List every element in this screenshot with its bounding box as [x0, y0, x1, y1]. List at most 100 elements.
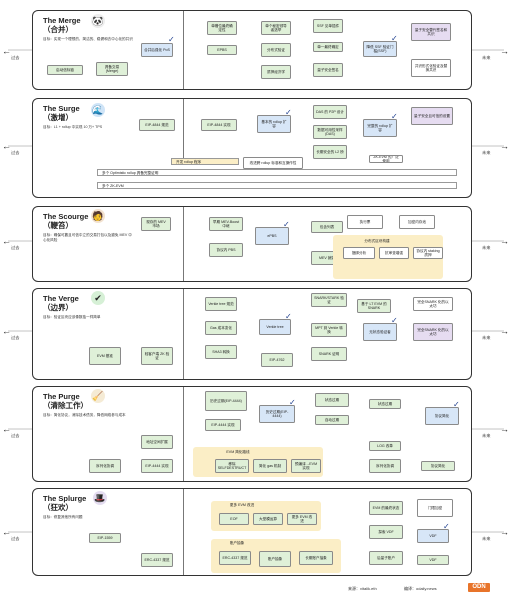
verge-l1[interactable]: 基于 LT EVM 的 SNARK: [357, 299, 391, 313]
surge-das[interactable]: 数据可用性采样(DAS): [313, 125, 347, 139]
verge-eip[interactable]: EIP-4762: [261, 353, 293, 367]
merge-final-cons[interactable]: 共识形式化验证及替换共识: [411, 59, 451, 77]
merge-pos[interactable]: 合并后强化 PoS: [141, 43, 173, 57]
scourge-early[interactable]: 早期 MEV-Boost 中继: [209, 217, 243, 231]
verge-snark[interactable]: SNARK/STARK 验证: [311, 293, 347, 307]
verge-snark-e[interactable]: SNARK 证明: [311, 347, 347, 361]
splurge-long-t[interactable]: 长期账户抽象: [299, 551, 333, 565]
section-purge: The Purge （清除工作） 目标：简化协议，消除技术债务，降低网络参与成本…: [32, 386, 472, 482]
section-goal: 目标：确保可靠且可信中立的交易打包以及避免 MEV 中心化风险: [43, 233, 132, 242]
wave-icon: 🌊: [91, 103, 105, 117]
scourge-pbs[interactable]: 协议内 PBS: [209, 243, 243, 257]
purge-selfdestruct[interactable]: 移除 SELFDESTRUCT: [215, 459, 249, 473]
verge-sha[interactable]: SHA3 转换: [205, 345, 237, 359]
surge-zk-evm[interactable]: ZK-EVM 的广泛使用: [369, 155, 403, 163]
purge-history[interactable]: 历史过期(EIP-4444): [205, 391, 247, 411]
verge-gas[interactable]: Gas 成本变化: [205, 321, 237, 335]
scourge-enc[interactable]: 加密内存池: [399, 215, 435, 229]
verge-fully-snark[interactable]: 完全SNARK 化的以太坊: [413, 323, 453, 341]
scourge-mev-market[interactable]: 现存的 MEV 市场: [141, 217, 171, 231]
surge-band-2: 多个 ZK-EVM: [97, 182, 457, 189]
check-icon: ✓: [391, 34, 398, 43]
verge-verkle-spec[interactable]: Verkle tree 规范: [205, 297, 237, 311]
scourge-cr[interactable]: 抗审查增强: [379, 247, 409, 259]
purge-end[interactable]: 协议简化: [421, 461, 455, 471]
footer-source: 来源：vitalik.eth: [348, 586, 377, 591]
splurge-aa[interactable]: 账户抽象: [259, 551, 291, 567]
splurge-vdf[interactable]: VDF: [417, 529, 449, 543]
future-label: 未来: [482, 433, 491, 438]
purge-precomp[interactable]: 预编译→EVM 实现: [291, 459, 321, 473]
section-merge: The Merge （合并） 目标：实现一个理想的、简洁的、稳健和去中心化的共识…: [32, 10, 472, 90]
merge-distributed[interactable]: 分布式验证: [261, 43, 291, 57]
purge-expire[interactable]: 自动过期: [315, 415, 349, 425]
splurge-erc4337[interactable]: ERC-4337 规范: [141, 553, 173, 567]
surge-eip4844-spec[interactable]: EIP-4844 规范: [139, 119, 175, 131]
merge-ssf-plugin[interactable]: 单槽位最终确定性: [207, 21, 237, 35]
merge-orbit-ssf[interactable]: 降低 SSF 验证门槛(SSF): [363, 41, 397, 57]
scourge-gas[interactable]: 执行票: [347, 215, 383, 229]
verge-stateless[interactable]: 无状态验证者: [363, 323, 397, 341]
splurge-threshold[interactable]: 门限加密: [417, 499, 453, 517]
divider: [183, 289, 184, 379]
section-subtitle: （狂欢）: [43, 503, 73, 512]
purge-state[interactable]: 状态过期: [315, 393, 349, 407]
future-label: 未来: [482, 150, 491, 155]
splurge-mpc[interactable]: 后量子账户: [369, 551, 403, 565]
surge-quantum[interactable]: 量子安全且可信的设置: [411, 107, 453, 125]
scourge-epbs[interactable]: ePBS: [255, 227, 289, 245]
verge-verkle-tree[interactable]: Verkle tree: [259, 319, 291, 335]
merge-quantum-sec[interactable]: 量子安全签名: [313, 63, 343, 77]
purge-state-net[interactable]: 状态过期: [369, 399, 401, 409]
future-label: 未来: [482, 245, 491, 250]
merge-secret-leader[interactable]: 单个秘密领导者选举: [261, 21, 291, 35]
purge-serial-2[interactable]: 序列化协调: [369, 459, 401, 473]
verge-fully[interactable]: 完全SNARK 化的以太坊: [413, 297, 453, 311]
splurge-bigint[interactable]: 大型模运算: [253, 513, 283, 525]
check-circle-icon: ✔: [91, 291, 105, 305]
scourge-bundle[interactable]: 捆绑分析: [343, 247, 375, 259]
section-subtitle: （激增）: [43, 113, 73, 122]
surge-eip4844-impl[interactable]: EIP-4844 实现: [201, 119, 237, 131]
check-icon: ✓: [391, 316, 398, 325]
merge-quantum-sig[interactable]: 量子安全替代签名和共识: [411, 23, 451, 41]
section-verge: The Verge （边界） 目标：验证区块应该像数独一样简单 ✔ EVM 基准…: [32, 288, 472, 380]
purge-state-expiry[interactable]: 历史过期(EIP-4444): [259, 405, 295, 423]
verge-mpt[interactable]: MPT 到 Verkle 转换: [311, 323, 347, 337]
section-splurge: The Splurge （狂欢） 目标：修复其他所有问题 🎩 EIP-1559 …: [32, 488, 472, 576]
scourge-orderflow[interactable]: 分布式区块构建: [364, 238, 390, 243]
merge-shipped[interactable]: 具备交易(Merge): [96, 62, 128, 76]
section-goal: 目标：实现一个理想的、简洁的、稳健和去中心化的共识: [43, 37, 133, 41]
splurge-explore[interactable]: 探索 VDF: [369, 525, 403, 539]
surge-basic-rollup[interactable]: 基本的 rollup 扩容: [257, 115, 291, 133]
purge-eip4444[interactable]: EIP-4444 实现: [141, 459, 173, 473]
scourge-inclusion[interactable]: 包含列表: [311, 221, 343, 233]
verge-evm[interactable]: EVM 基准: [89, 347, 121, 365]
merge-single-finality[interactable]: 单一最终确定: [313, 42, 343, 52]
surge-improve[interactable]: 改进跨 rollup 标准和互操作性: [243, 157, 303, 169]
section-title: The Splurge: [43, 494, 87, 503]
purge-address[interactable]: 地址空间扩展: [141, 435, 173, 449]
splurge-eip7702[interactable]: 更多 EVM 改进: [287, 513, 317, 525]
purge-gas[interactable]: 简化 gas 机制: [253, 459, 287, 473]
purge-simplify[interactable]: 协议简化: [425, 407, 459, 425]
surge-full-rollup[interactable]: 完整的 rollup 扩容: [363, 119, 397, 137]
verge-light[interactable]: 轻客户端 ZK 验证: [141, 347, 173, 365]
splurge-eof[interactable]: EOF: [219, 513, 249, 525]
merge-epbs[interactable]: EPBS: [207, 45, 237, 55]
purge-log[interactable]: LOG 改革: [369, 441, 401, 451]
purge-eip4444-impl[interactable]: EIP-4444 实现: [205, 419, 241, 431]
surge-das-p2p[interactable]: DAS 的 P2P 设计: [313, 105, 347, 119]
merge-ssf[interactable]: SSF 见单插件: [313, 19, 343, 33]
scourge-eth-vote[interactable]: 协议内 staking 质押: [413, 247, 443, 259]
splurge-vdf-end[interactable]: VDF: [417, 555, 449, 565]
splurge-eip1559[interactable]: EIP-1559: [89, 533, 121, 543]
purge-serial[interactable]: 序列化协调: [89, 459, 121, 473]
section-subtitle: （合并）: [43, 25, 73, 34]
splurge-erc4337-impl[interactable]: ERC-4337 规范: [219, 551, 251, 565]
merge-launch[interactable]: 启动信标链: [47, 65, 83, 75]
merge-staking[interactable]: 质押经济学: [261, 65, 291, 79]
surge-long-term[interactable]: 长期安全的 L2 桥: [313, 145, 347, 159]
future-arrow-icon: →: [500, 326, 509, 336]
splurge-endgame[interactable]: EVM 的最终状态: [369, 501, 403, 515]
